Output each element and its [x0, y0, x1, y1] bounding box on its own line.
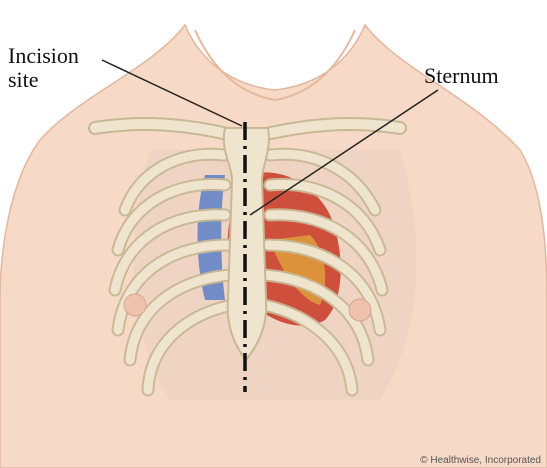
copyright-notice: © Healthwise, Incorporated	[420, 455, 541, 466]
nipple-left	[124, 294, 146, 316]
nipple-right	[349, 299, 371, 321]
sternum-label: Sternum	[424, 64, 499, 88]
incision-site-label: Incision site	[8, 44, 79, 92]
